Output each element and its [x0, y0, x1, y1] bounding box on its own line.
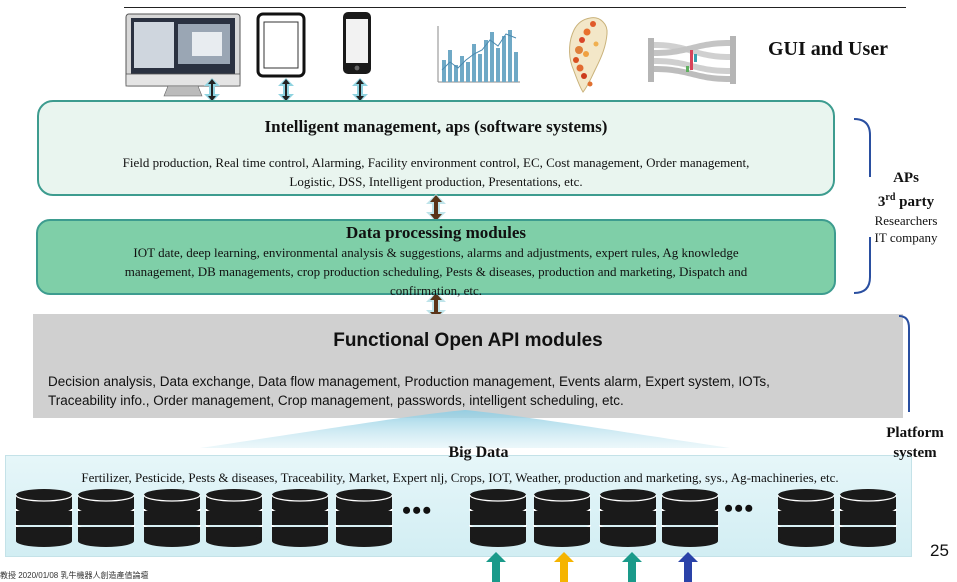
aps-party-num: 3: [877, 194, 886, 210]
sankey-thumbnail-icon: [648, 36, 736, 84]
intelligent-management-description: Field production, Real time control, Ala…: [59, 153, 813, 191]
double-arrow-icon: [278, 78, 294, 102]
intelligent-line-1: Field production, Real time control, Ala…: [122, 155, 750, 170]
it-company-label: IT company: [874, 230, 938, 245]
platform-bracket: [898, 315, 910, 412]
device-arrows: [204, 78, 368, 102]
up-arrow-icon: [678, 552, 698, 582]
page-number: 25: [930, 541, 949, 560]
double-arrow-icon: [352, 78, 368, 102]
data-processing-box: Data processing modules IOT date, deep l…: [36, 219, 836, 298]
intelligent-management-title: Intelligent management, aps (software sy…: [264, 117, 608, 136]
api-line-2: Traceability info., Order management, Cr…: [48, 393, 624, 408]
device-row: [125, 12, 736, 97]
ellipsis-left: •••: [402, 496, 433, 525]
data-processing-title: Data processing modules: [345, 223, 527, 242]
up-arrow-icon: [554, 552, 574, 582]
aps-bracket: [853, 118, 871, 294]
tablet-icon: [256, 12, 306, 78]
platform-system-label: Platform system: [870, 423, 957, 463]
functional-api-description: Decision analysis, Data exchange, Data f…: [48, 372, 893, 410]
chart-thumbnail-icon: [437, 26, 520, 83]
database-icon: [205, 488, 263, 548]
up-arrow-icon: [486, 552, 506, 582]
input-arrows: [486, 552, 698, 582]
aps-title: APs: [893, 170, 919, 186]
header-rule: [124, 7, 906, 8]
functional-api-title: Functional Open API modules: [333, 330, 603, 351]
smartphone-icon: [343, 12, 371, 74]
processing-line-3: confirmation, etc.: [389, 283, 483, 298]
database-icon: [661, 488, 719, 548]
database-icon: [777, 488, 835, 548]
database-icon: [335, 488, 393, 548]
aps-party-word: party: [895, 194, 935, 210]
aps-label-group: APs 3rd party Researchers IT company: [856, 168, 956, 246]
footer-caption: 教授 2020/01/08 乳牛機器人創造產值論壇: [0, 571, 149, 580]
researchers-label: Researchers: [874, 213, 938, 228]
functional-api-box: Functional Open API modules Decision ana…: [33, 314, 903, 418]
database-icon: [143, 488, 201, 548]
database-icon: [533, 488, 591, 548]
api-line-1: Decision analysis, Data exchange, Data f…: [48, 374, 770, 389]
database-icon: [839, 488, 897, 548]
bigdata-items: Fertilizer, Pesticide, Pests & diseases,…: [81, 470, 839, 485]
aps-party: 3rd party: [856, 188, 956, 212]
database-icon: [599, 488, 657, 548]
database-icon: [469, 488, 527, 548]
database-icon: [77, 488, 135, 548]
data-processing-description: IOT date, deep learning, environmental a…: [58, 243, 814, 300]
database-row: [15, 488, 897, 548]
platform-line-2: system: [893, 445, 937, 461]
gui-and-user-label: GUI and User: [768, 38, 889, 60]
double-arrow-icon: [426, 194, 446, 222]
database-icon: [271, 488, 329, 548]
intelligent-line-2: Logistic, DSS, Intelligent production, P…: [289, 174, 583, 189]
double-arrow-icon: [204, 78, 220, 102]
intelligent-management-box: Intelligent management, aps (software sy…: [37, 100, 835, 196]
processing-line-1: IOT date, deep learning, environmental a…: [133, 245, 739, 260]
up-arrow-icon: [622, 552, 642, 582]
intel-proc-arrow: [426, 194, 446, 222]
ellipsis-right: •••: [724, 494, 755, 523]
platform-line-1: Platform: [886, 425, 944, 441]
processing-line-2: management, DB managements, crop product…: [124, 264, 748, 279]
aps-party-sup: rd: [885, 192, 896, 203]
bigdata-title: Big Data: [448, 444, 509, 461]
map-thumbnail-icon: [569, 17, 608, 93]
bigdata-glow-shape: [200, 410, 730, 448]
desktop-monitor-icon: [125, 13, 241, 97]
database-icon: [15, 488, 73, 548]
